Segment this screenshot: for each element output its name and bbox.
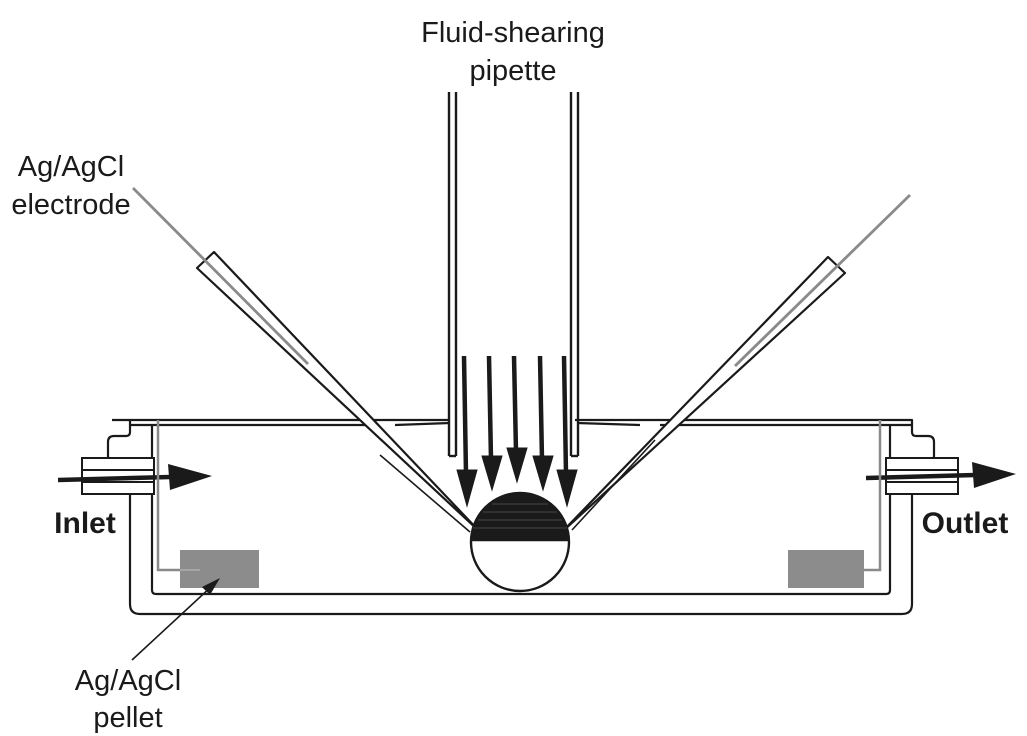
- pellet-right: [788, 550, 864, 588]
- label-pipette-line1: Fluid-shearing: [421, 17, 605, 49]
- outlet-flow-arrow: [865, 462, 1016, 488]
- label-pellet-line2: pellet: [93, 702, 162, 734]
- label-pipette-line2: pipette: [469, 55, 556, 87]
- fluid-shearing-pipette: [447, 92, 580, 458]
- bath-chamber: [106, 418, 936, 616]
- label-inlet: Inlet: [54, 507, 116, 540]
- label-outlet: Outlet: [922, 507, 1009, 540]
- inlet-flow-arrow: [57, 464, 212, 490]
- pellet-wire-left: [156, 420, 200, 572]
- cell-hatch-lines: [473, 503, 567, 529]
- label-electrode-line2: electrode: [11, 189, 130, 221]
- bath-surface: [130, 421, 912, 427]
- label-electrode-line1: Ag/AgCl: [18, 151, 124, 183]
- shear-flow-arrows: [456, 355, 578, 508]
- label-pellet-line1: Ag/AgCl: [75, 665, 181, 697]
- chamber-inner-wall: [150, 424, 892, 596]
- pellet-wire-right: [840, 420, 882, 572]
- left-electrode-pipette: [132, 187, 482, 534]
- cell-sphere: [469, 491, 571, 593]
- right-electrode-pipette: [560, 193, 911, 534]
- pellet-pointer-arrow: [131, 578, 220, 661]
- chamber-outer-wall: [106, 418, 936, 616]
